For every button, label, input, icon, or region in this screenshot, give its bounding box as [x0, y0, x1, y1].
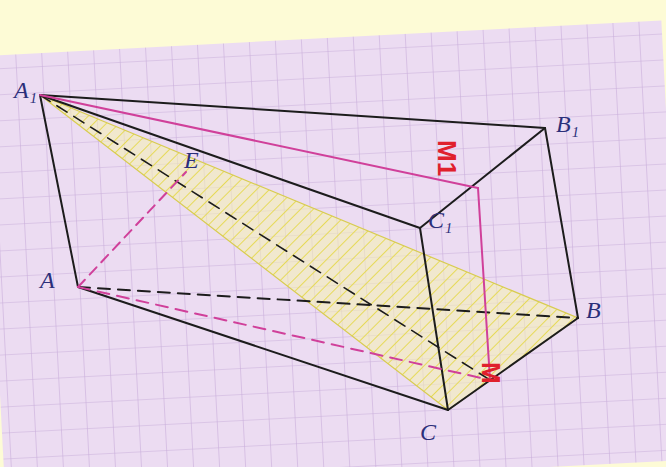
point-label: A₁ [14, 78, 37, 102]
point-label: B [586, 298, 601, 322]
point-label: B₁ [556, 112, 579, 136]
point-label: E [184, 148, 199, 172]
point-label: C₁ [428, 208, 452, 232]
point-label: C [420, 420, 436, 444]
point-label: A [40, 268, 55, 292]
point-label: M1 [434, 140, 460, 176]
point-label: M [478, 362, 504, 384]
